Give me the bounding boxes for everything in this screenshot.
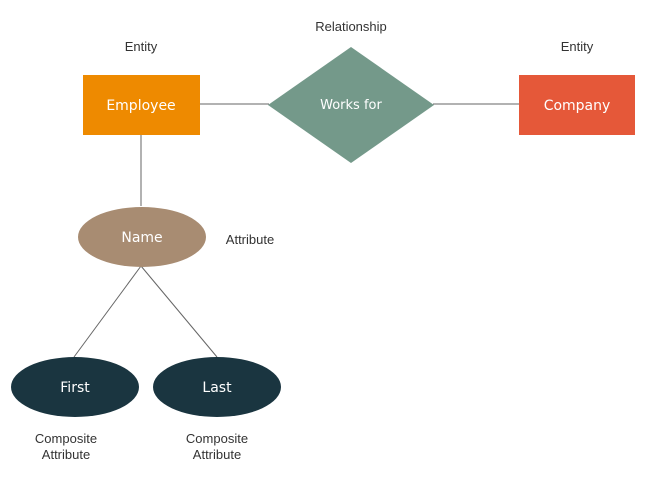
- first-attribute-label: First: [60, 380, 90, 396]
- last-attribute-label: Last: [202, 380, 232, 396]
- works-for-diamond: [268, 47, 434, 163]
- first-attribute: First: [11, 357, 139, 417]
- last-attribute: Last: [153, 357, 281, 417]
- composite-caption-first-line1: Composite: [35, 431, 97, 446]
- composite-caption-last-line2: Attribute: [193, 447, 241, 462]
- name-attribute: Name: [78, 207, 206, 267]
- attribute-caption: Attribute: [226, 232, 274, 247]
- name-attribute-label: Name: [121, 230, 162, 246]
- connector-name-last: [140, 265, 218, 358]
- company-entity: Company: [519, 75, 635, 135]
- last-attribute-ellipse: [153, 357, 281, 417]
- entity-caption-left: Entity: [125, 39, 158, 54]
- entity-caption-right: Entity: [561, 39, 594, 54]
- works-for-label: Works for: [320, 98, 382, 113]
- works-for-relationship: Works for: [268, 47, 434, 163]
- first-attribute-ellipse: [11, 357, 139, 417]
- composite-caption-first-line2: Attribute: [42, 447, 90, 462]
- employee-entity: Employee: [83, 75, 200, 135]
- employee-entity-label: Employee: [106, 98, 175, 114]
- composite-caption-last-line1: Composite: [186, 431, 248, 446]
- company-entity-label: Company: [544, 98, 611, 114]
- company-entity-box: [519, 75, 635, 135]
- name-attribute-ellipse: [78, 207, 206, 267]
- connector-name-first: [73, 265, 142, 358]
- employee-entity-box: [83, 75, 200, 135]
- relationship-caption: Relationship: [315, 19, 387, 34]
